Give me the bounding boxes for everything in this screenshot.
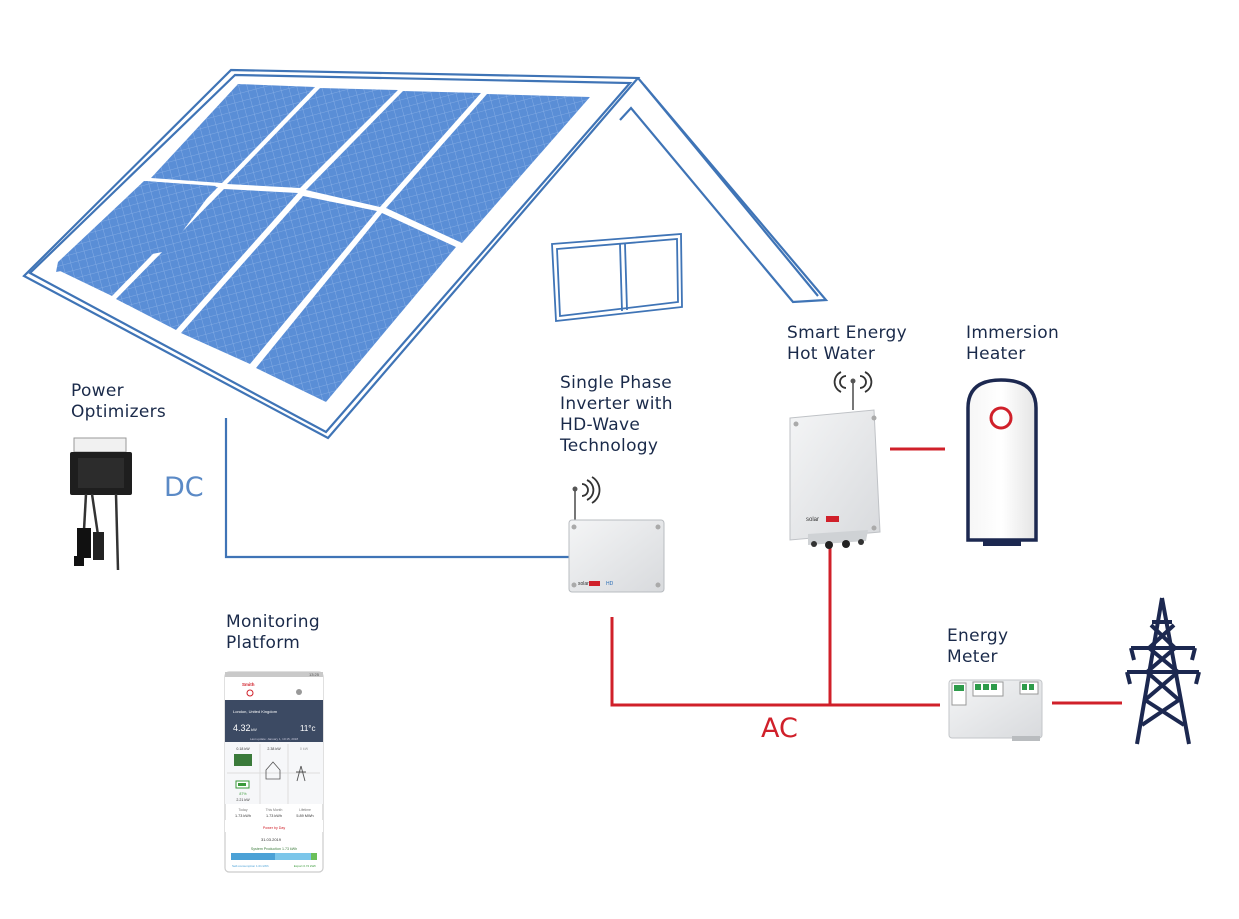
energy-meter-device <box>948 679 1043 741</box>
phone-stat-label: Lifetime <box>299 808 311 812</box>
phone-power-value: 4.32 <box>233 723 251 733</box>
label-line: Heater <box>966 344 1026 364</box>
phone-system-production: System Production 1.73 kWh <box>251 847 297 851</box>
label-line: Smart Energy <box>787 323 907 343</box>
phone-texts: 13:25 Smith London, United Kingdom 4.32 … <box>232 672 320 868</box>
label-line: Optimizers <box>71 402 167 422</box>
ac-label: AC <box>761 713 798 744</box>
label-line: Monitoring <box>226 612 320 632</box>
phone-self-consumption: Self-consumption 1.01 kWh <box>232 864 269 868</box>
label-inverter: Single Phase Inverter with HD-Wave Techn… <box>560 373 673 457</box>
phone-date: 31.03.2019 <box>261 837 282 842</box>
label-line: Immersion <box>966 323 1060 343</box>
dc-label: DC <box>164 472 204 503</box>
label-smart-energy: Smart Energy Hot Water <box>787 323 907 365</box>
label-line: HD-Wave <box>560 415 641 435</box>
phone-section-title: Power by Day <box>263 826 286 830</box>
immersion-heater <box>966 378 1038 546</box>
phone-battery-pct: 87% <box>239 792 247 796</box>
phone-stat-label: This Month <box>266 808 283 812</box>
phone-site-name: Smith <box>242 682 255 687</box>
label-line: Power <box>71 381 124 401</box>
svg-text:HD: HD <box>606 581 614 587</box>
window <box>551 233 683 322</box>
phone-stat-value: 1.73 kWh <box>235 814 251 818</box>
label-line: Meter <box>947 647 998 667</box>
power-tower-icon <box>1125 597 1201 745</box>
label-energy-meter: Energy Meter <box>947 626 1008 668</box>
svg-text:solar: solar <box>806 517 819 523</box>
monitoring-phone <box>224 671 324 873</box>
phone-stat-label: Today <box>238 808 247 812</box>
label-line: Single Phase <box>560 373 673 393</box>
phone-export: Export 0.72 kWh <box>294 864 317 868</box>
inverter-device: solar HD <box>568 476 665 593</box>
phone-temperature: 11°c <box>300 724 316 733</box>
label-line: Hot Water <box>787 344 876 364</box>
phone-flow-pv: 0.18 kW <box>236 747 250 751</box>
phone-power-unit: kW <box>251 727 257 732</box>
power-optimizer <box>70 437 132 571</box>
smart-energy-device: solar <box>789 371 881 549</box>
phone-flow-grid: 0 kW <box>300 747 309 751</box>
label-power-optimizers: Power Optimizers <box>71 381 166 423</box>
phone-stat-value: 1.73 kWh <box>266 814 282 818</box>
label-immersion-heater: Immersion Heater <box>966 323 1059 365</box>
ac-wiring <box>610 447 1122 707</box>
label-monitoring: Monitoring Platform <box>226 612 320 654</box>
phone-last-update: Last update: January 1, 10:15, 2018 <box>250 737 298 741</box>
label-line: Inverter with <box>560 394 673 414</box>
solar-panels <box>56 84 590 402</box>
label-line: Technology <box>560 436 659 456</box>
svg-text:solar: solar <box>578 581 589 587</box>
phone-time: 13:25 <box>309 672 320 677</box>
house-outline <box>22 68 829 559</box>
phone-location: London, United Kingdom <box>233 709 278 714</box>
phone-flow-home: 2.38 kW <box>267 747 281 751</box>
label-line: Energy <box>947 626 1009 646</box>
phone-battery-kw: 2.21 kW <box>236 798 250 802</box>
phone-stat-value: 5.89 MWh <box>296 814 313 818</box>
label-line: Platform <box>226 633 301 653</box>
